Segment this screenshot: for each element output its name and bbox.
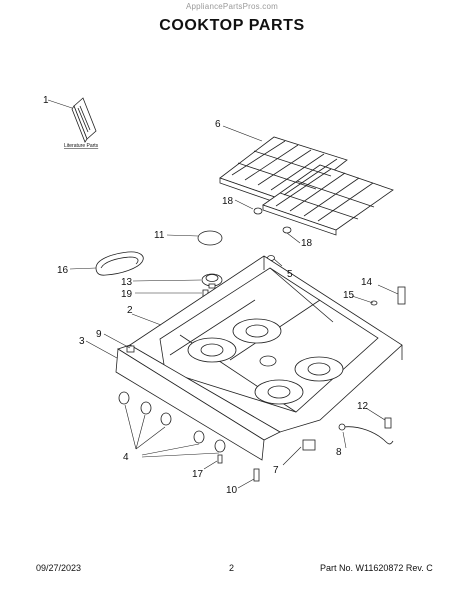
watermark: AppliancePartsPros.com: [186, 2, 278, 11]
footer-date: 09/27/2023: [36, 563, 82, 573]
grate-foot-right[interactable]: [282, 226, 292, 234]
callout-8: 8: [336, 447, 342, 458]
callout-18-upper: 18: [222, 196, 234, 207]
bracket-part-14[interactable]: [397, 286, 406, 305]
callout-3: 3: [79, 336, 85, 347]
callout-11: 11: [154, 230, 165, 241]
literature-booklet[interactable]: [71, 97, 97, 143]
callout-1: 1: [43, 95, 49, 106]
clip-part-7[interactable]: [302, 439, 316, 451]
page-title: COOKTOP PARTS: [159, 17, 305, 34]
callout-10: 10: [226, 485, 238, 496]
callout-16: 16: [57, 265, 69, 276]
callout-9: 9: [96, 329, 102, 340]
knob-2[interactable]: [140, 401, 152, 415]
callout-numbers: 1 2 3 4 5 6 7 8 9 10 11 12 13 14 15 16 1…: [43, 95, 373, 496]
callout-7: 7: [273, 465, 279, 476]
cooktop-main-top[interactable]: [129, 255, 403, 433]
literature-parts-label: Literature Parts: [64, 143, 99, 149]
switch-part-12[interactable]: [384, 417, 392, 429]
callout-6: 6: [215, 119, 221, 130]
footer-part-info: Part No. W11620872 Rev. C: [320, 563, 433, 573]
screw-part-10[interactable]: [253, 468, 260, 482]
callout-4: 4: [123, 452, 129, 463]
callout-15: 15: [343, 290, 355, 301]
wire-harness[interactable]: [338, 423, 394, 445]
knob-4[interactable]: [193, 430, 205, 444]
callout-18-lower: 18: [301, 238, 313, 249]
burner-cap[interactable]: [197, 230, 223, 246]
callout-2: 2: [127, 305, 133, 316]
grate-foot-left[interactable]: [253, 207, 263, 215]
knob-3[interactable]: [160, 412, 172, 426]
burner-base[interactable]: [201, 273, 223, 289]
screw-part-15[interactable]: [370, 300, 378, 306]
screw-part-9[interactable]: [126, 345, 135, 353]
burner-grates[interactable]: [219, 136, 394, 236]
callout-13: 13: [121, 277, 133, 288]
knob-1[interactable]: [118, 391, 130, 405]
callout-5: 5: [287, 269, 293, 280]
callout-17: 17: [192, 469, 204, 480]
knob-5[interactable]: [214, 439, 226, 453]
screw-part-17[interactable]: [217, 454, 223, 464]
callout-14: 14: [361, 277, 373, 288]
callout-19: 19: [121, 289, 133, 300]
leader-lines: [47, 99, 399, 489]
callout-12: 12: [357, 401, 369, 412]
control-panel[interactable]: [115, 344, 281, 461]
footer-page-number: 2: [229, 563, 235, 573]
trim-piece[interactable]: [95, 251, 144, 276]
